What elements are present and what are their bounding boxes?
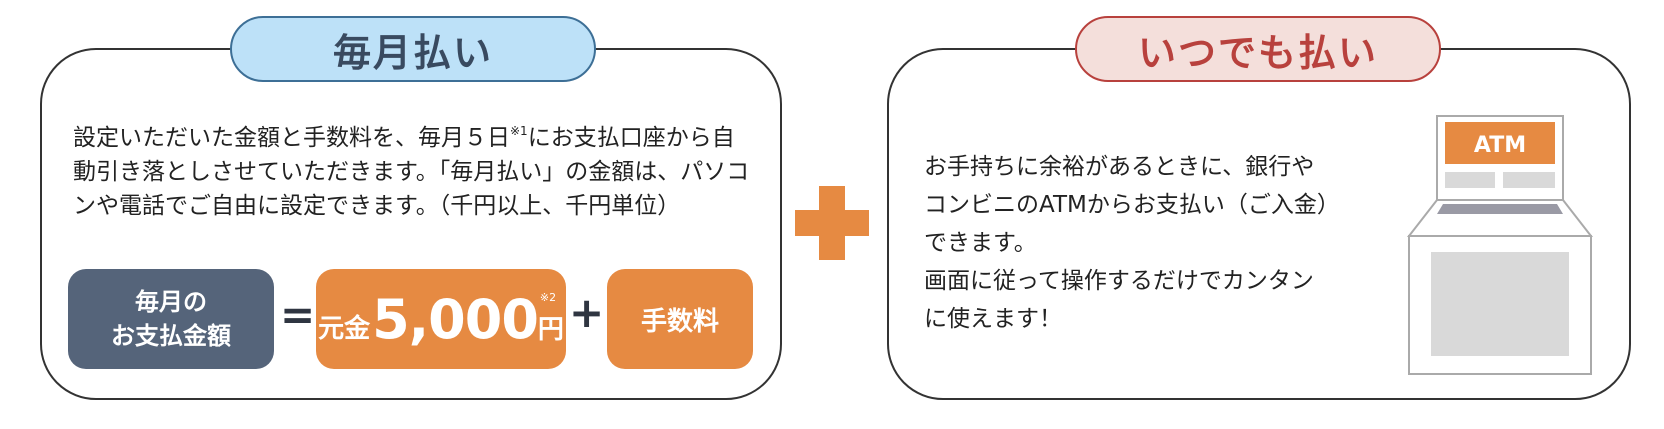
orange-plus-icon <box>795 186 869 260</box>
monthly-payment-title: 毎月払い <box>230 16 596 82</box>
description-line-3: できます。 <box>924 230 1037 256</box>
anytime-payment-title: いつでも払い <box>1075 16 1441 82</box>
note-mark-2: ※2 <box>539 290 557 304</box>
description-line-1: お手持ちに余裕があるときに、銀行や <box>924 154 1315 180</box>
description-text-1: 設定いただいた金額と手数料を、毎月５日 <box>73 125 510 151</box>
principal-amount: 5,000 <box>372 287 539 351</box>
monthly-payment-description: 設定いただいた金額と手数料を、毎月５日※1にお支払口座から自動引き落としさせてい… <box>73 114 753 223</box>
description-line-2: コンビニのATMからお支払い（ご入金） <box>924 192 1340 218</box>
plus-sign: + <box>569 288 605 337</box>
principal-prefix: 元金 <box>318 313 371 344</box>
atm-button-left <box>1445 172 1495 188</box>
atm-icon: ATM <box>1406 115 1594 375</box>
description-text-2: にお支払口座から自動引き落としさせていただきます。「毎月払い」の金額は、パソコン… <box>73 125 750 219</box>
monthly-amount-label-line2: お支払金額 <box>111 322 231 350</box>
atm-screen <box>1445 122 1555 164</box>
anytime-payment-description: お手持ちに余裕があるときに、銀行や コンビニのATMからお支払い（ご入金） でき… <box>924 148 1384 338</box>
atm-slot <box>1437 204 1563 214</box>
atm-body-panel <box>1431 252 1569 356</box>
monthly-amount-box: 毎月の お支払金額 <box>68 269 274 369</box>
equals-sign: = <box>280 290 316 339</box>
description-line-4: 画面に従って操作するだけでカンタン <box>924 268 1314 294</box>
monthly-amount-label-line1: 毎月の <box>135 288 207 316</box>
principal-box: 元金 5,000 ※2 円 <box>316 269 566 369</box>
principal-unit-wrap: ※2 円 <box>537 291 564 346</box>
atm-label: ATM <box>1474 133 1526 158</box>
note-mark-1: ※1 <box>510 124 528 138</box>
fee-box: 手数料 <box>607 269 753 369</box>
description-line-5: に使えます！ <box>924 306 1062 332</box>
principal-unit: 円 <box>537 314 564 345</box>
atm-button-right <box>1503 172 1555 188</box>
